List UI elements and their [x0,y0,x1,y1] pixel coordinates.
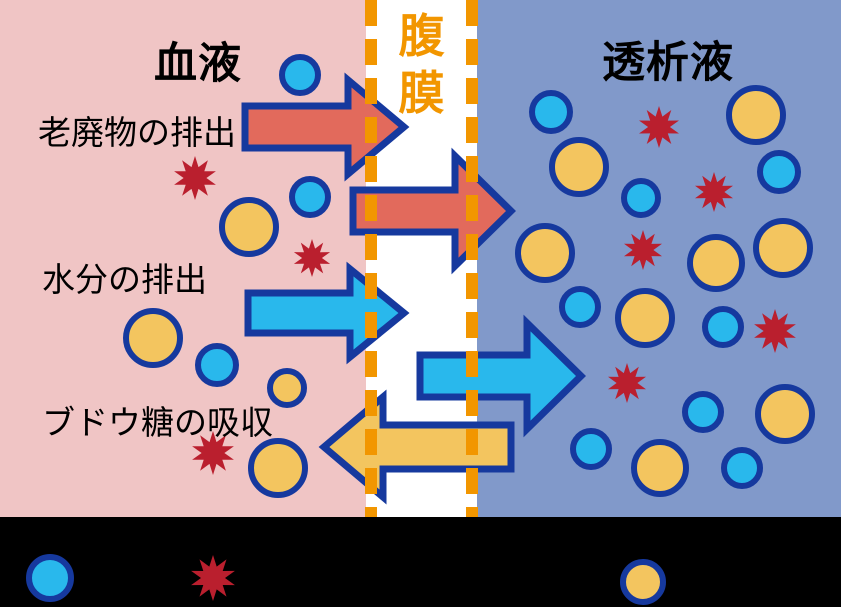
glucose-particle [515,223,575,283]
glucose-particle [248,438,308,498]
membrane-title: 腹 膜 [366,8,477,122]
waste-particle [174,156,216,200]
water-particle [702,306,744,348]
membrane-title-line2: 膜 [398,67,445,119]
water-particle [279,54,321,96]
water-particle [682,391,724,433]
water-flow-arrow-1 [244,261,410,365]
blood-title: 血液 [154,40,242,88]
waste-particle [695,172,733,212]
glucose-particle [267,368,307,408]
waste-flow-arrow-1 [241,72,410,182]
waste-particle [754,309,796,353]
glucose-particle [753,218,813,278]
water-particle [559,286,601,328]
water-particle [529,90,573,134]
waste-flow-label: 老廃物の排出 [38,114,236,151]
water-flow-label: 水分の排出 [42,261,207,298]
glucose-particle [615,288,675,348]
water-particle [570,428,612,470]
water-particle [757,150,801,194]
glucose-flow-label: ブドウ糖の吸収 [42,404,273,441]
waste-particle [192,431,234,475]
water-particle [195,343,239,387]
waste-particle [293,239,331,277]
glucose-flow-arrow [318,389,515,505]
legend-bar [0,517,841,607]
glucose-particle [755,384,815,444]
waste-particle [608,363,646,403]
water-particle [621,178,661,218]
glucose-particle [631,439,689,497]
dialysate-title: 透析液 [602,39,734,87]
glucose-particle [549,137,609,197]
membrane-title-line1: 腹 [398,10,445,62]
glucose-particle [219,197,279,257]
water-particle [289,176,331,218]
waste-particle [639,106,679,148]
glucose-particle [123,308,183,368]
legend-glucose-icon [620,559,666,605]
glucose-particle [726,85,786,145]
legend-waste-icon [191,555,235,601]
water-particle [721,447,763,489]
water-flow-arrow-2 [416,314,586,438]
waste-particle [624,230,662,270]
legend-water-icon [26,554,74,602]
glucose-particle [687,234,745,292]
